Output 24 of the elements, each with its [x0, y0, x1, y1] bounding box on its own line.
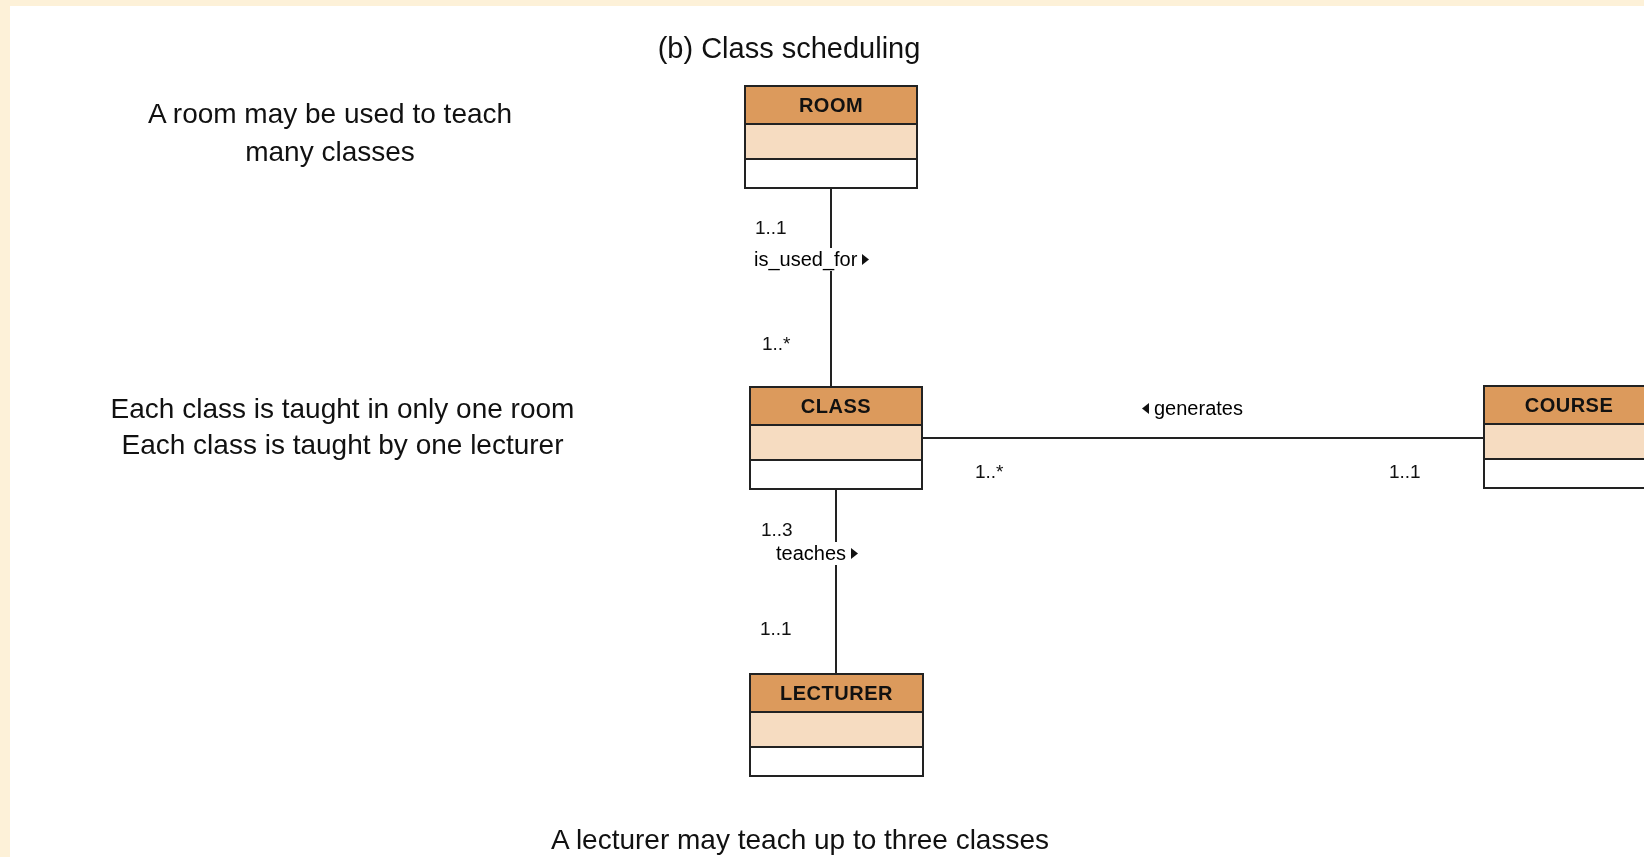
class-box	[1483, 385, 1644, 489]
class-name: CLASS	[800, 394, 872, 418]
multiplicity: 1..*	[762, 333, 791, 355]
class-box	[744, 85, 918, 189]
class-name: COURSE	[1524, 393, 1614, 417]
association-line	[830, 188, 832, 387]
diagram-title: (b) Class scheduling	[656, 32, 922, 65]
edge-label: is_used_for	[753, 248, 859, 271]
multiplicity: 1..1	[1389, 461, 1421, 483]
association-line	[922, 437, 1484, 439]
class-name: LECTURER	[780, 681, 893, 705]
note-text: A lecturer may teach up to three classes	[550, 823, 1050, 857]
multiplicity: 1..1	[755, 217, 787, 239]
class-name: ROOM	[798, 93, 864, 117]
association-line	[835, 489, 837, 674]
note-text: A room may be used to teach many classes	[146, 97, 514, 169]
multiplicity: 1..*	[975, 461, 1004, 483]
class-box	[749, 673, 924, 777]
note-text: Each class is taught in only one room	[109, 392, 576, 426]
multiplicity: 1..1	[760, 618, 792, 640]
class-box	[749, 386, 923, 490]
edge-label: teaches	[775, 542, 848, 565]
note-text: Each class is taught by one lecturer	[120, 428, 565, 462]
multiplicity: 1..3	[761, 519, 793, 541]
